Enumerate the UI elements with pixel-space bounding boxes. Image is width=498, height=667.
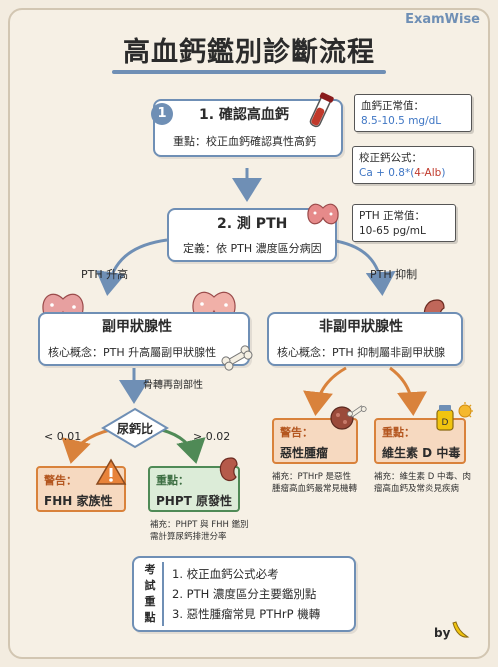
thyroid-icon (307, 203, 339, 225)
fhh-warning-label: 警告： (44, 474, 77, 487)
corrected-calcium-card: 校正鈣公式： Ca + 0.8*(4-Alb) (352, 146, 474, 184)
formula-part-a: Ca + 0.8*( (359, 167, 415, 180)
bone-icon (221, 345, 253, 371)
arrow-to-phpt (161, 428, 206, 464)
formula-part-b: 4-Alb (414, 167, 442, 180)
kidney-icon (219, 457, 238, 482)
ratio-high-label: > 0.02 (193, 430, 231, 443)
malignancy-note-line-1: 補充：PTHrP 是惡性 (272, 472, 352, 482)
formula-label: 校正鈣公式： (359, 152, 422, 164)
summary-list: 1. 校正血鈣公式必考 2. PTH 濃度區分主要鑑別點 3. 惡性腫瘤常見 P… (172, 564, 320, 624)
malignancy-text: 惡性腫瘤 (280, 446, 329, 460)
title-underline (112, 70, 386, 74)
step1-note: 重點：校正血鈣確認真性高鈣 (173, 135, 316, 148)
blood-tube-icon (309, 92, 334, 128)
phpt-note-line-2: 需計算尿鈣排泄分率 (150, 531, 227, 542)
step2-title: 2. 測 PTH (217, 216, 288, 232)
summary-label-char: 重 (144, 595, 156, 608)
fhh-box: 警告： FHH 家族性 (36, 466, 126, 512)
step1-number-badge: 1 (151, 103, 173, 125)
summary-label-char: 試 (144, 579, 156, 592)
summary-divider (162, 562, 164, 626)
vitd-note-line-1: 補充：維生素 D 中毒、肉 (374, 472, 471, 482)
malignancy-note-line-2: 腫瘤高血鈣最常見機轉 (272, 483, 358, 494)
malignancy-warning-label: 警告： (280, 426, 313, 439)
para-box: 副甲狀腺性 核心概念：PTH 升高屬副甲狀腺性 (38, 312, 250, 366)
step1-title: 1. 確認高血鈣 (199, 107, 289, 123)
step1-box: 1 1. 確認高血鈣 重點：校正血鈣確認真性高鈣 (151, 99, 343, 157)
step2-definition: 定義：依 PTH 濃度區分病因 (183, 242, 322, 255)
calcium-normal-value: 8.5-10.5 mg/dL (361, 115, 442, 128)
vitd-note-line-2: 瘤高血鈣及常炎見疾病 (374, 483, 460, 494)
urine-ratio-label: 尿鈣比 (116, 422, 153, 436)
nonpara-box: 非副甲狀腺性 核心概念：PTH 抑制屬非副甲狀腺 (267, 312, 463, 366)
summary-item: 1. 校正血鈣公式必考 (172, 567, 279, 581)
malignancy-note: 補充：PTHrP 是惡性 腫瘤高血鈣最常見機轉 (272, 472, 357, 496)
phpt-note-line-1: 補充：PHPT 與 FHH 鑑別 (150, 520, 249, 530)
summary-label-char: 考 (144, 563, 156, 576)
vitamin-bottle-icon: D (436, 402, 473, 431)
branch-label-left: PTH 升高 (81, 268, 129, 281)
vitd-note: 補充：維生素 D 中毒、肉 瘤高血鈣及常炎見疾病 (374, 472, 471, 496)
fhh-text: FHH 家族性 (44, 494, 113, 508)
ratio-low-label: < 0.01 (44, 430, 82, 443)
vitd-box: 重點： 維生素 D 中毒 (374, 418, 466, 464)
calcium-normal-label: 血鈣正常值： (361, 100, 424, 112)
summary-item: 2. PTH 濃度區分主要鑑別點 (172, 587, 317, 601)
formula-part-c: ) (441, 167, 446, 180)
banana-icon (452, 621, 470, 638)
svg-text:D: D (442, 418, 449, 428)
para-concept: 核心概念：PTH 升高屬副甲狀腺性 (48, 346, 217, 359)
summary-item: 3. 惡性腫瘤常見 PTHrP 機轉 (172, 607, 321, 621)
arrow-to-malig (303, 366, 347, 416)
arrow-to-vitd (389, 366, 427, 416)
urine-ratio-diamond (101, 407, 169, 449)
branch-label-right: PTH 抑制 (370, 268, 418, 281)
tumor-icon (330, 405, 367, 430)
footer-by: by (434, 626, 451, 640)
nonpara-title: 非副甲狀腺性 (319, 319, 403, 335)
nonpara-concept: 核心概念：PTH 抑制屬非副甲狀腺 (277, 346, 446, 359)
vitd-key-label: 重點： (382, 426, 415, 439)
phpt-text: PHPT 原發性 (156, 494, 232, 508)
arrow-to-fhh (61, 428, 111, 464)
arrow-to-para (95, 238, 168, 296)
warning-icon (95, 458, 127, 485)
bone-label: 骨轉再剖部性 (143, 380, 203, 391)
calcium-normal-card: 血鈣正常值： 8.5-10.5 mg/dL (354, 94, 472, 132)
phpt-key-label: 重點： (156, 474, 189, 487)
pth-normal-card: PTH 正常值： 10-65 pg/mL (352, 204, 456, 242)
summary-label: 考 試 重 點 (142, 562, 158, 626)
vitd-text: 維生素 D 中毒 (382, 446, 461, 460)
pth-normal-label: PTH 正常值： (359, 210, 425, 222)
page-title: 高血鈣鑑別診斷流程 (123, 37, 375, 68)
para-title: 副甲狀腺性 (102, 319, 172, 335)
phpt-note: 補充：PHPT 與 FHH 鑑別 需計算尿鈣排泄分率 (150, 520, 249, 544)
brand-logo: ExamWise (405, 12, 480, 27)
pth-normal-value: 10-65 pg/mL (359, 225, 426, 238)
summary-box: 考 試 重 點 1. 校正血鈣公式必考 2. PTH 濃度區分主要鑑別點 3. … (132, 556, 356, 632)
summary-label-char: 點 (144, 611, 156, 624)
arrow-to-nonpara (329, 238, 396, 296)
